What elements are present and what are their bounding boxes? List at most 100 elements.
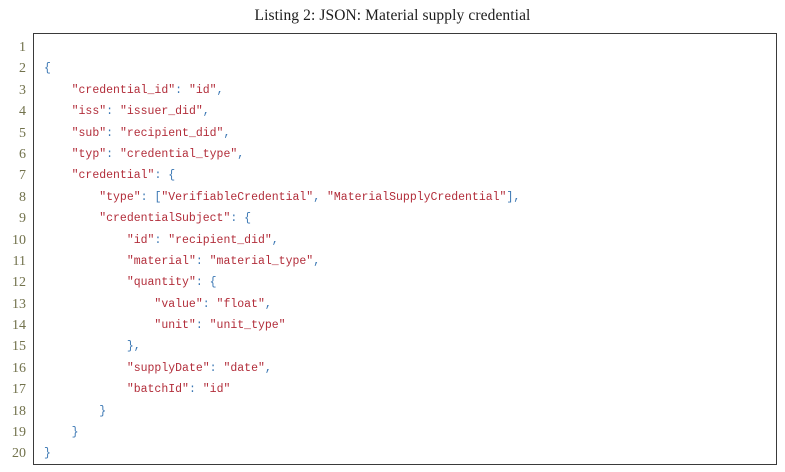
line-number: 20 bbox=[12, 446, 26, 462]
string-token: "sub" bbox=[71, 126, 107, 140]
punctuation-token: } bbox=[71, 426, 79, 440]
code-text bbox=[44, 212, 99, 225]
code-text bbox=[44, 426, 72, 439]
code-text bbox=[44, 105, 72, 118]
code-listing: { "credential_id": "id", "iss": "issuer_… bbox=[33, 33, 777, 465]
string-token: "float" bbox=[216, 297, 265, 311]
punctuation-token: : bbox=[154, 233, 162, 247]
punctuation-token: } bbox=[99, 404, 107, 418]
code-text bbox=[44, 276, 127, 289]
code-line: "type": ["VerifiableCredential", "Materi… bbox=[44, 187, 776, 208]
code-line: "id": "recipient_did", bbox=[44, 230, 776, 251]
string-token: "credential_type" bbox=[119, 147, 238, 161]
code-line: "typ": "credential_type", bbox=[44, 144, 776, 165]
punctuation-token: , bbox=[133, 340, 141, 354]
code-line: "material": "material_type", bbox=[44, 251, 776, 272]
punctuation-token: , bbox=[264, 361, 272, 375]
string-token: "id" bbox=[202, 383, 231, 397]
string-token: "credential" bbox=[71, 169, 155, 183]
line-number: 1 bbox=[19, 40, 26, 55]
string-token: "MaterialSupplyCredential" bbox=[327, 190, 507, 204]
punctuation-token: : bbox=[106, 147, 114, 161]
code-text bbox=[44, 255, 127, 268]
code-text bbox=[44, 169, 72, 182]
code-text bbox=[44, 383, 127, 396]
punctuation-token: , bbox=[513, 190, 521, 204]
string-token: "unit" bbox=[154, 319, 196, 333]
code-line: "credential_id": "id", bbox=[44, 80, 776, 101]
string-token: "type" bbox=[99, 190, 141, 204]
punctuation-token: : bbox=[195, 254, 203, 268]
code-line: "iss": "issuer_did", bbox=[44, 101, 776, 122]
string-token: "id" bbox=[188, 83, 217, 97]
line-number: 16 bbox=[12, 360, 26, 376]
code-text bbox=[44, 84, 72, 97]
line-number: 9 bbox=[19, 211, 26, 227]
code-line: "credentialSubject": { bbox=[44, 208, 776, 229]
string-token: "recipient_did" bbox=[119, 126, 224, 140]
code-text bbox=[203, 319, 210, 332]
code-text bbox=[44, 191, 99, 204]
code-lines: { "credential_id": "id", "iss": "issuer_… bbox=[44, 37, 776, 464]
punctuation-token: , bbox=[313, 254, 321, 268]
code-text bbox=[44, 340, 127, 353]
code-text bbox=[203, 255, 210, 268]
code-line: "quantity": { bbox=[44, 272, 776, 293]
punctuation-token: , bbox=[271, 233, 279, 247]
punctuation-token: { bbox=[209, 276, 217, 290]
line-number: 12 bbox=[12, 275, 26, 291]
code-text bbox=[113, 105, 120, 118]
code-text bbox=[113, 127, 120, 140]
punctuation-token: , bbox=[216, 83, 224, 97]
string-token: "quantity" bbox=[126, 276, 196, 290]
punctuation-token: , bbox=[237, 147, 245, 161]
line-number: 10 bbox=[12, 232, 26, 248]
code-line bbox=[44, 37, 776, 58]
string-token: "value" bbox=[154, 297, 203, 311]
punctuation-token: : bbox=[175, 83, 183, 97]
string-token: "id" bbox=[126, 233, 155, 247]
line-number: 14 bbox=[12, 318, 26, 334]
punctuation-token: , bbox=[264, 297, 272, 311]
punctuation-token: , bbox=[202, 105, 210, 119]
punctuation-token: { bbox=[244, 212, 252, 226]
code-line: "unit": "unit_type" bbox=[44, 315, 776, 336]
code-text bbox=[203, 276, 210, 289]
string-token: "unit_type" bbox=[209, 319, 286, 333]
code-line: }, bbox=[44, 336, 776, 357]
punctuation-token: : bbox=[202, 297, 210, 311]
punctuation-token: ] bbox=[506, 190, 514, 204]
code-line: "credential": { bbox=[44, 165, 776, 186]
punctuation-token: { bbox=[44, 62, 51, 76]
line-number: 5 bbox=[19, 125, 26, 141]
code-text bbox=[113, 148, 120, 161]
punctuation-token: : bbox=[195, 276, 203, 290]
punctuation-token: , bbox=[313, 190, 321, 204]
string-token: "batchId" bbox=[126, 383, 189, 397]
punctuation-token: : bbox=[209, 361, 217, 375]
code-line: "value": "float", bbox=[44, 294, 776, 315]
string-token: "typ" bbox=[71, 147, 107, 161]
string-token: "VerifiableCredential" bbox=[161, 190, 314, 204]
line-number: 7 bbox=[19, 168, 26, 184]
code-line: { bbox=[44, 58, 776, 79]
code-text bbox=[320, 191, 327, 204]
line-number: 13 bbox=[12, 296, 26, 312]
punctuation-token: : bbox=[154, 169, 162, 183]
line-number: 8 bbox=[19, 189, 26, 205]
code-text bbox=[44, 148, 72, 161]
string-token: "date" bbox=[223, 361, 265, 375]
line-number: 15 bbox=[12, 339, 26, 355]
listing-caption: Listing 2: JSON: Material supply credent… bbox=[254, 7, 531, 24]
code-text bbox=[44, 319, 154, 332]
punctuation-token: { bbox=[168, 169, 176, 183]
code-line: "sub": "recipient_did", bbox=[44, 123, 776, 144]
code-line: } bbox=[44, 443, 776, 464]
line-number: 2 bbox=[19, 61, 26, 77]
punctuation-token: : bbox=[230, 212, 238, 226]
code-text bbox=[44, 362, 127, 375]
string-token: "supplyDate" bbox=[126, 361, 210, 375]
line-number: 4 bbox=[19, 104, 26, 120]
string-token: "material_type" bbox=[209, 254, 314, 268]
